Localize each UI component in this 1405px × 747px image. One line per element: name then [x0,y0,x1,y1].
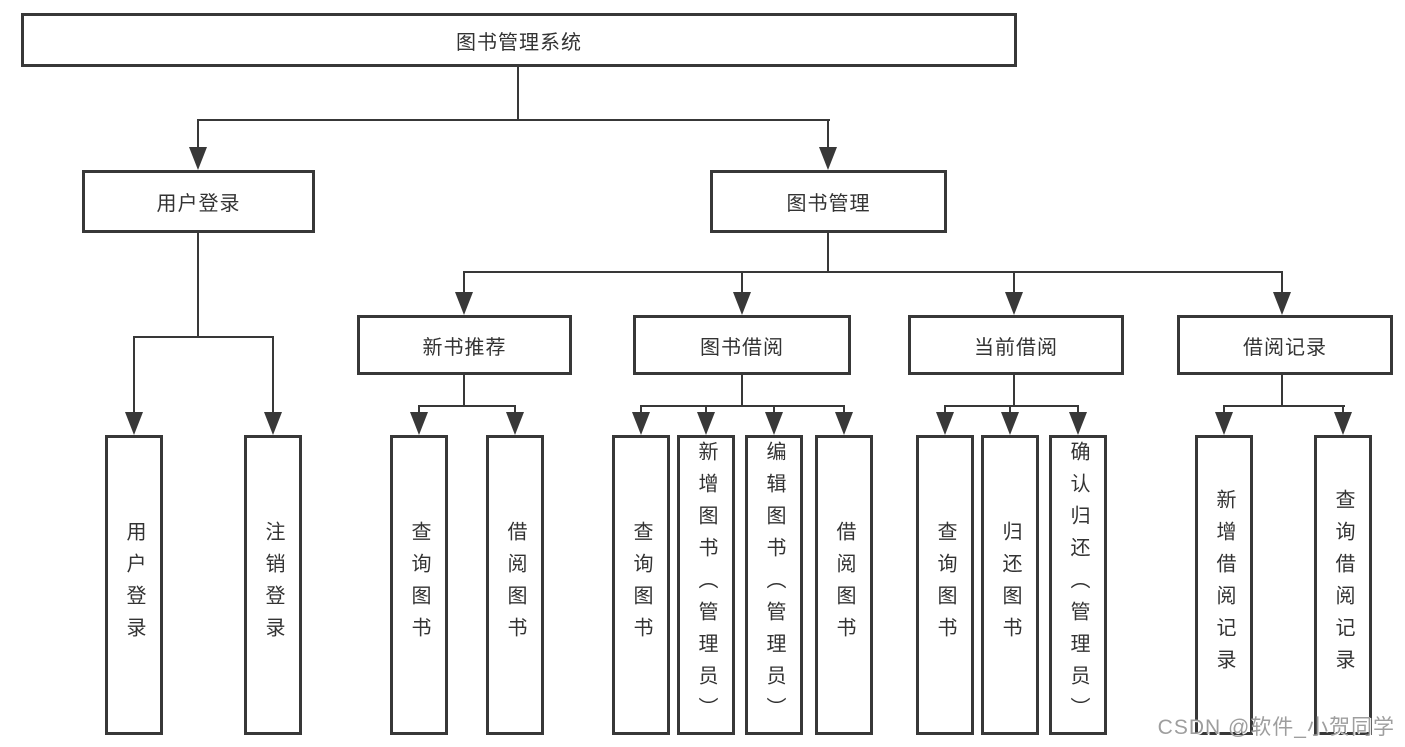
connector-line-drop-bookborrow [741,271,743,295]
node-book-borrow: 图书借阅 [633,315,851,375]
connector-line-newbook-cross [418,405,516,407]
connector-line-bookborrow-cross [640,405,845,407]
connector-line-userlogin-stem [197,233,199,338]
leaf-query-books-current: 查询图书 [916,435,974,735]
connector-line-drop [705,405,707,415]
leaf-edit-books-admin: 编辑图书（管理员） [745,435,803,735]
connector-line-drop-book-mgmt [827,119,829,150]
connector-line-bookborrow-stem [741,375,743,406]
connector-line-drop-leaf-logout [272,336,274,416]
arrow-down-icon [1334,412,1352,435]
connector-line-bookmgmt-stem [827,233,829,273]
connector-line-root-cross [197,119,830,121]
connector-line-drop [843,405,845,415]
connector-line-drop-user-login [197,119,199,150]
leaf-borrow-books: 借阅图书 [815,435,873,735]
connector-line-drop [1009,405,1011,415]
connector-line-currentborrow-cross [944,405,1079,407]
arrow-down-icon [1005,292,1023,315]
node-new-book-recommend: 新书推荐 [357,315,572,375]
connector-line-drop-currentborrow [1013,271,1015,295]
arrow-down-icon [733,292,751,315]
connector-line-drop-newbook [463,271,465,295]
leaf-logout: 注销登录 [244,435,302,735]
connector-line-drop [514,405,516,415]
connector-line-drop-borrowrecords [1281,271,1283,295]
arrow-down-icon [1215,412,1233,435]
connector-line-drop [1223,405,1225,415]
arrow-down-icon [936,412,954,435]
connector-line-newbook-stem [463,375,465,406]
connector-line-root-stem [517,67,519,121]
node-borrow-records: 借阅记录 [1177,315,1393,375]
arrow-down-icon [1001,412,1019,435]
watermark: CSDN @软件_小贺同学 [1157,716,1395,739]
connector-line-borrowrecords-stem [1281,375,1283,406]
node-book-management: 图书管理 [710,170,947,233]
arrow-down-icon [189,147,207,170]
arrow-down-icon [1273,292,1291,315]
arrow-down-icon [455,292,473,315]
leaf-query-books-borrow: 查询图书 [612,435,670,735]
connector-line-drop [944,405,946,415]
arrow-down-icon [835,412,853,435]
node-library-system: 图书管理系统 [21,13,1017,67]
arrow-down-icon [765,412,783,435]
connector-line-drop [418,405,420,415]
node-current-borrow: 当前借阅 [908,315,1124,375]
connector-line-drop [640,405,642,415]
connector-line-drop [1077,405,1079,415]
connector-line-drop [1342,405,1344,415]
connector-line-currentborrow-stem [1013,375,1015,406]
arrow-down-icon [125,412,143,435]
arrow-down-icon [632,412,650,435]
leaf-confirm-return-admin: 确认归还（管理员） [1049,435,1107,735]
leaf-query-borrow-record: 查询借阅记录 [1314,435,1372,735]
connector-line-userlogin-cross [133,336,274,338]
leaf-user-login: 用户登录 [105,435,163,735]
connector-line-drop [773,405,775,415]
node-user-login: 用户登录 [82,170,315,233]
leaf-query-books-recommend: 查询图书 [390,435,448,735]
leaf-add-borrow-record: 新增借阅记录 [1195,435,1253,735]
connector-line-bookmgmt-cross [463,271,1283,273]
arrow-down-icon [410,412,428,435]
leaf-return-books: 归还图书 [981,435,1039,735]
arrow-down-icon [506,412,524,435]
connector-line-drop-leaf-login [133,336,135,416]
leaf-borrow-books-recommend: 借阅图书 [486,435,544,735]
arrow-down-icon [819,147,837,170]
connector-line-borrowrecords-cross [1223,405,1345,407]
arrow-down-icon [264,412,282,435]
arrow-down-icon [697,412,715,435]
leaf-add-books-admin: 新增图书（管理员） [677,435,735,735]
arrow-down-icon [1069,412,1087,435]
